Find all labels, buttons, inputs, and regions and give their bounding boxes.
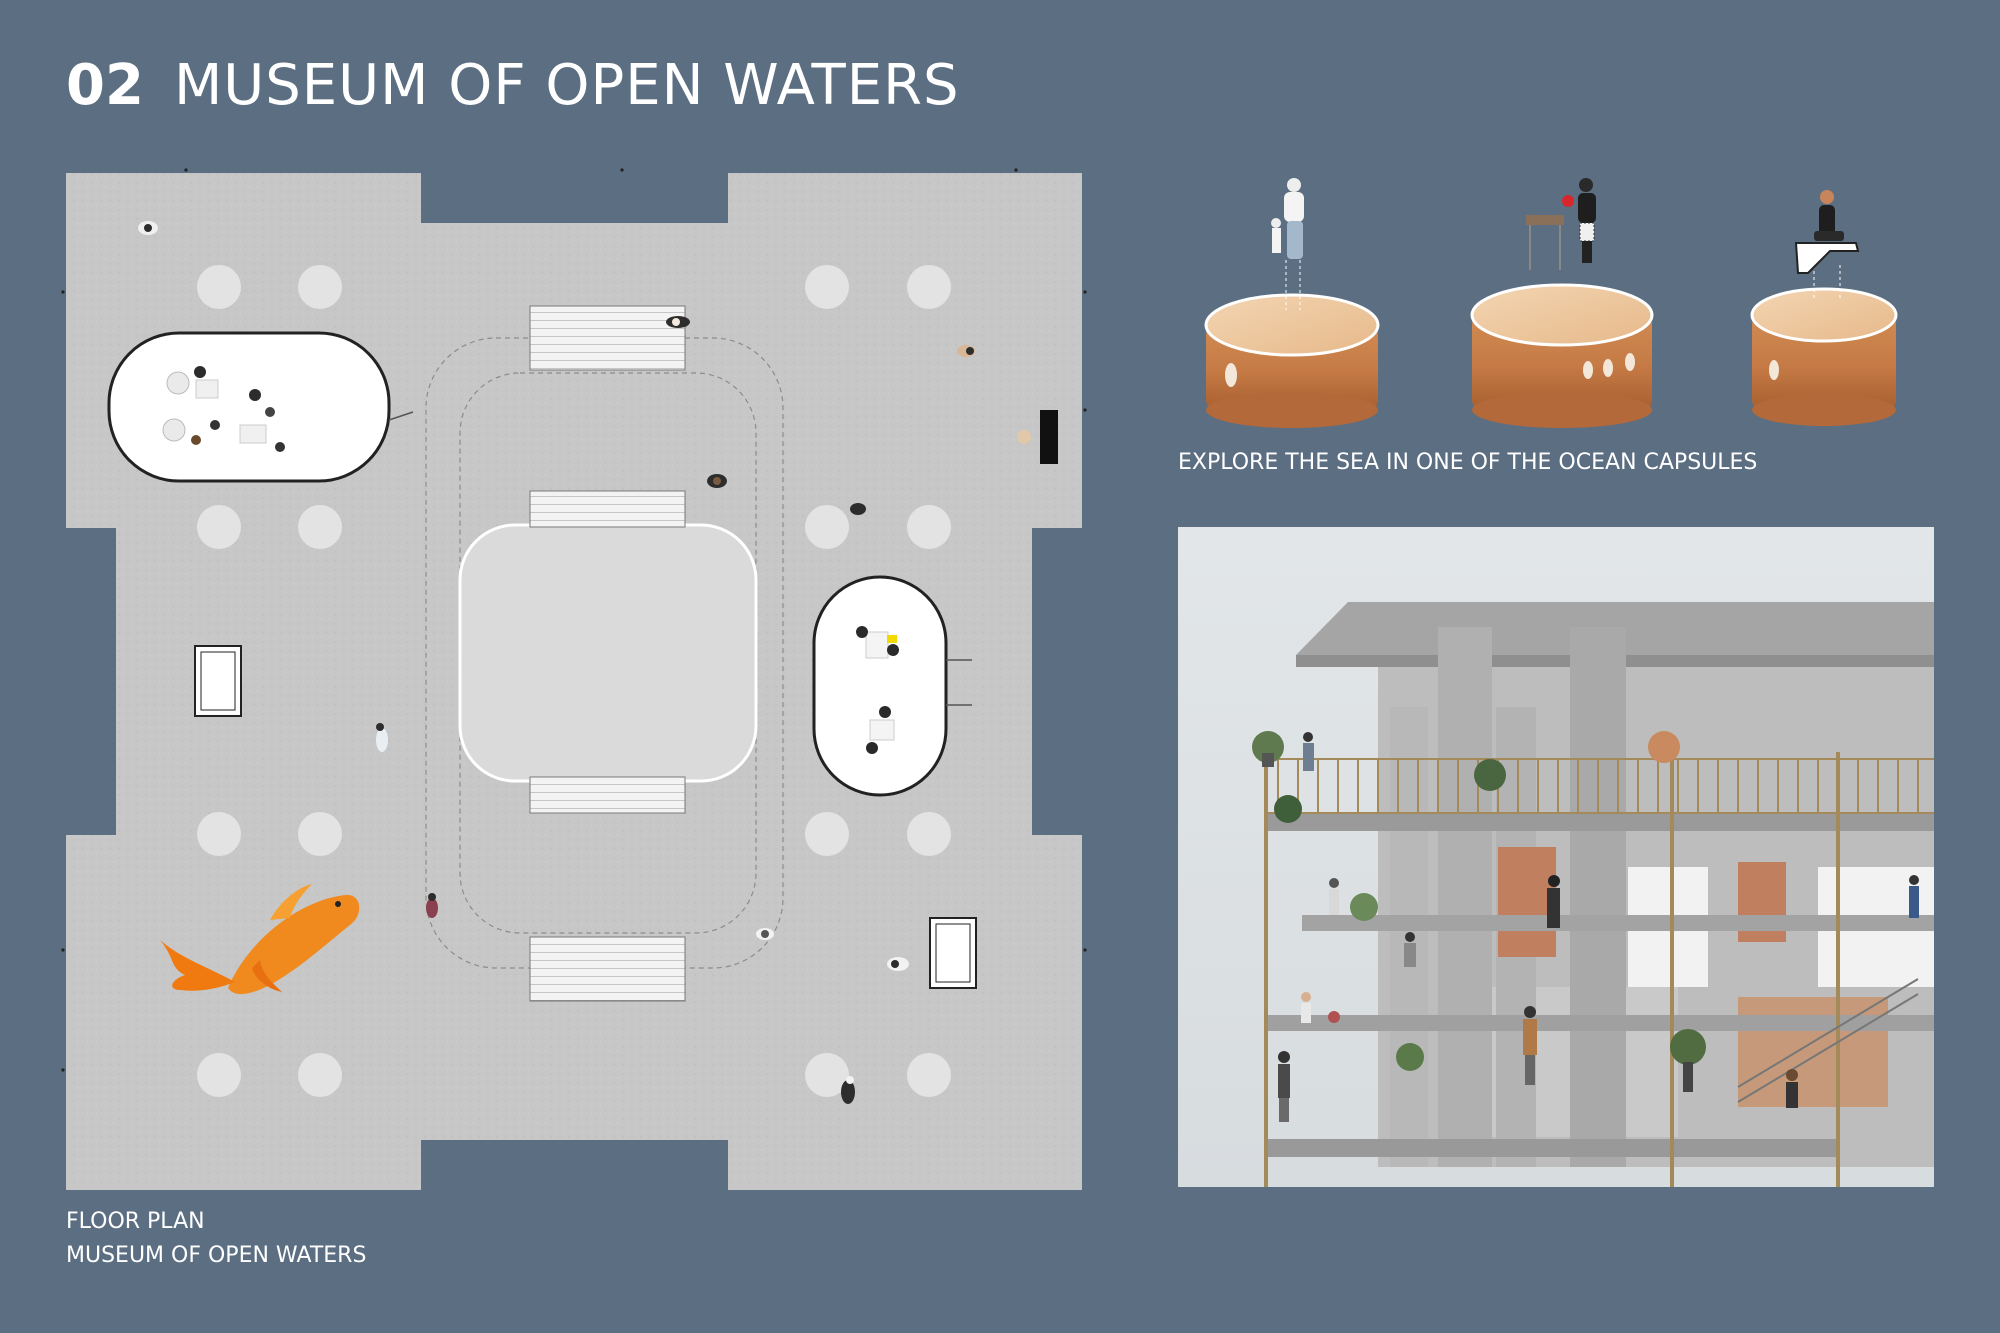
floor-plan-caption-line1: FLOOR PLAN (66, 1209, 205, 1234)
person-side-view (1786, 1069, 1798, 1108)
stair-flight (1737, 978, 1919, 1103)
person-side-view (1278, 1051, 1290, 1122)
person-side-view (1301, 992, 1311, 1023)
stair-bottom (529, 936, 686, 1002)
person-top-view (666, 316, 690, 328)
person-top-view (957, 345, 975, 357)
person-top-view (850, 503, 866, 515)
person-side-view (1547, 875, 1560, 928)
piano (1040, 410, 1058, 464)
person-top-view (426, 893, 438, 918)
person-top-view (887, 957, 909, 971)
structural-posts (1264, 752, 1840, 1187)
ocean-capsules-illustration (1204, 178, 1898, 428)
person-top-view (841, 1076, 855, 1104)
people-top-view (138, 221, 975, 1104)
people-side-view (1278, 732, 1919, 1122)
plants (1252, 731, 1706, 1092)
floor-plan-caption-line2: MUSEUM OF OPEN WATERS (66, 1243, 367, 1268)
capsule-right-furniture (856, 626, 899, 754)
capsules-caption: EXPLORE THE SEA IN ONE OF THE OCEAN CAPS… (1178, 450, 1758, 475)
title-number: 02 (66, 53, 144, 118)
person-side-view (1404, 932, 1416, 967)
stair-lower-mid (529, 776, 686, 814)
title-text: MUSEUM OF OPEN WATERS (173, 53, 960, 118)
person-side-view (1523, 1006, 1537, 1085)
floor-plan-caption: FLOOR PLAN MUSEUM OF OPEN WATERS (66, 1205, 366, 1273)
stair-upper-mid (529, 490, 686, 528)
section-perspective-illustration (1178, 527, 1934, 1187)
lift-left (194, 645, 242, 717)
person-side-view (1909, 875, 1919, 918)
central-void (458, 523, 758, 783)
person-top-view (376, 723, 388, 752)
person-side-view (1303, 732, 1314, 771)
person-top-view (138, 221, 158, 235)
columns (197, 265, 951, 1097)
capsule-room-right (812, 575, 948, 797)
capsule-room-left (107, 331, 391, 483)
ocean-capsule-2 (1470, 178, 1654, 428)
ocean-capsule-1 (1204, 178, 1380, 428)
person-side-view (1329, 878, 1339, 915)
lift-right (929, 917, 977, 989)
koi-fish-graphic (160, 884, 360, 995)
ocean-capsule-3 (1750, 190, 1898, 426)
grid-marks (61, 168, 1087, 1072)
stair-top (529, 305, 686, 371)
person-top-view (756, 928, 774, 940)
capsule-left-furniture (162, 366, 285, 452)
page-title: 02 MUSEUM OF OPEN WATERS (66, 50, 960, 122)
person-top-view (707, 474, 727, 488)
